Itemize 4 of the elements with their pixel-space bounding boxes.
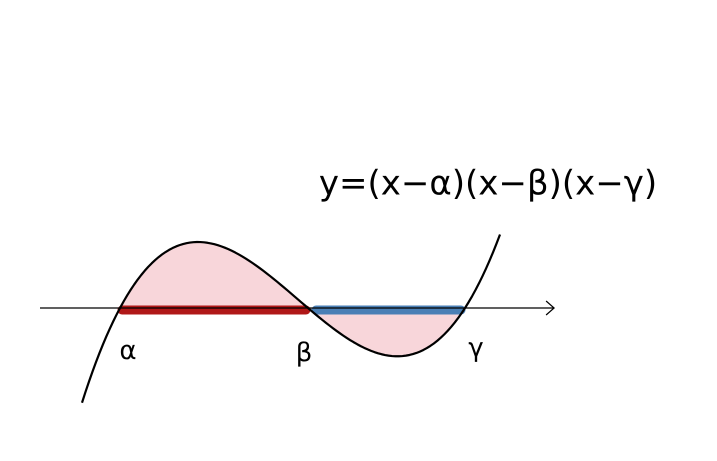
equation-label: y=(x−α)(x−β)(x−γ) — [320, 168, 654, 202]
root-label: α — [120, 344, 136, 360]
root-label: β — [298, 341, 310, 367]
root-label: γ — [468, 342, 483, 362]
